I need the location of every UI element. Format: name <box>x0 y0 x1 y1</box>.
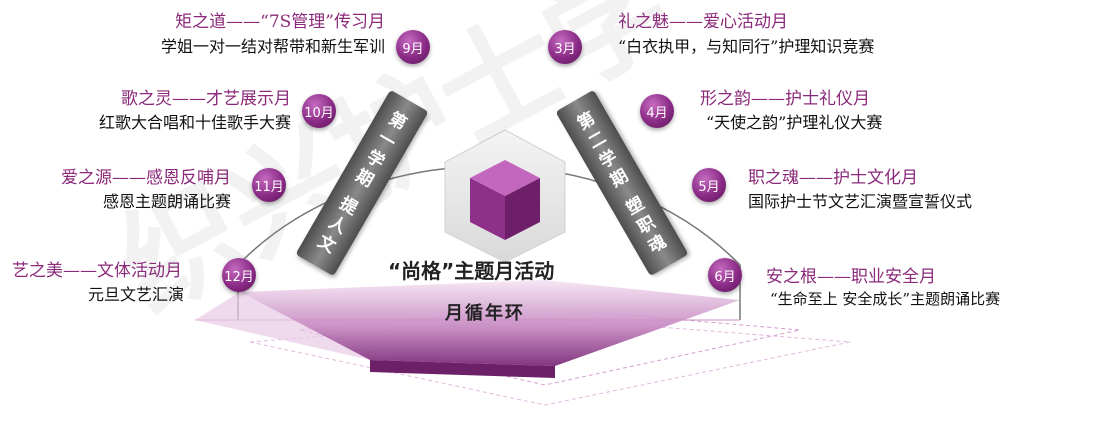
activity-title-sep: 矩之道——“7S管理”传习月 <box>175 12 385 32</box>
cube-right <box>505 178 540 240</box>
activity-title-apr: 形之韵——护士礼仪月 <box>700 89 870 109</box>
activity-desc-sep: 学姐一对一结对帮带和新生军训 <box>160 37 385 56</box>
month-bubble-4: 4月 <box>640 94 674 128</box>
activity-desc-apr: “天使之韵”护理礼仪大赛 <box>706 113 883 132</box>
activity-title-dec: 艺之美——文体活动月 <box>12 261 182 281</box>
center-title: “尚格”主题月活动 <box>388 259 555 283</box>
month-bubble-12: 12月 <box>222 258 256 292</box>
activity-title-mar: 礼之魅——爱心活动月 <box>618 12 788 32</box>
activity-desc-nov: 感恩主题朗诵比赛 <box>102 192 231 211</box>
month-bubble-10: 10月 <box>302 94 336 128</box>
platform-front <box>370 360 555 378</box>
month-bubble-3: 3月 <box>548 30 582 64</box>
cube-left <box>470 178 505 240</box>
month-bubble-6: 6月 <box>708 258 742 292</box>
month-bubble-9: 9月 <box>396 30 430 64</box>
platform-edge <box>195 292 370 360</box>
activity-desc-jun: “生命至上 安全成长”主题朗诵比赛 <box>770 290 1001 308</box>
activity-title-jun: 安之根——职业安全月 <box>766 267 936 287</box>
month-bubble-11: 11月 <box>252 168 286 202</box>
activity-desc-dec: 元旦文艺汇演 <box>88 285 185 304</box>
platform <box>240 280 740 366</box>
activity-desc-may: 国际护士节文艺汇演暨宣誓仪式 <box>748 192 973 211</box>
activity-desc-mar: “白衣执甲，与知同行”护理知识竞赛 <box>618 37 875 56</box>
activity-title-oct: 歌之灵——才艺展示月 <box>121 89 291 109</box>
activity-title-may: 职之魂——护士文化月 <box>748 168 918 188</box>
activity-title-nov: 爱之源——感恩反哺月 <box>61 168 231 188</box>
activity-desc-oct: 红歌大合唱和十佳歌手大赛 <box>98 113 291 132</box>
loop-label: 月循年环 <box>445 303 525 324</box>
month-bubble-5: 5月 <box>692 168 726 202</box>
